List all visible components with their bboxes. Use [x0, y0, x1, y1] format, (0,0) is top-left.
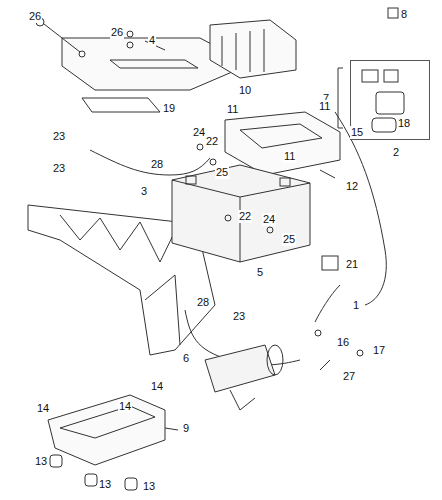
washer-line [320, 360, 330, 370]
washer [267, 227, 273, 233]
callout-number: 11 [226, 103, 239, 116]
callout-number: 14 [150, 380, 164, 393]
battery-cover [62, 38, 232, 90]
callout-number: 22 [238, 210, 252, 223]
cable [90, 150, 210, 175]
callout-number: 10 [238, 84, 252, 97]
callout-number: 9 [182, 422, 190, 435]
callout-number: 27 [342, 370, 356, 383]
callout-number: 14 [36, 402, 50, 415]
relay-part [384, 70, 398, 82]
fuse-covers [222, 29, 264, 72]
callout-number: 21 [345, 258, 359, 271]
terminal [186, 176, 196, 184]
callout-number: 5 [256, 266, 264, 279]
callout-number: 6 [182, 352, 190, 365]
rubber-buffer [85, 474, 97, 486]
callout-number: 24 [262, 213, 276, 226]
leader-line [165, 428, 178, 430]
callout-number: 14 [118, 400, 132, 413]
starter-end [267, 345, 283, 375]
callout-number: 3 [140, 185, 148, 198]
rubber-buffer [125, 478, 137, 490]
callout-number: 23 [232, 310, 246, 323]
starter-gear [230, 390, 255, 410]
starter-motor [205, 345, 275, 392]
callout-number: 23 [52, 130, 66, 143]
callout-number: 28 [196, 296, 210, 309]
callout-number: 11 [283, 150, 296, 163]
washer [210, 159, 216, 165]
screw [357, 350, 363, 356]
battery [172, 165, 310, 262]
battery-edges [172, 180, 310, 262]
callout-number: 8 [400, 8, 408, 21]
rubber-buffer [50, 455, 62, 467]
callout-number: 13 [142, 480, 156, 493]
leader-line [44, 24, 80, 52]
bracket [338, 68, 343, 128]
callout-number: 18 [397, 117, 411, 130]
callout-number: 13 [98, 478, 112, 491]
callout-number: 16 [336, 336, 350, 349]
holder-slot [240, 124, 322, 148]
rubber-pad [82, 98, 160, 112]
callout-number: 11 [318, 100, 331, 113]
cable [315, 285, 340, 322]
relay-part [362, 70, 378, 82]
callout-number: 26 [110, 26, 124, 39]
callout-number: 22 [205, 135, 219, 148]
terminal [280, 178, 290, 186]
battery-tray [48, 395, 165, 465]
relay [376, 92, 404, 114]
leader-line [320, 170, 335, 178]
callout-number: 17 [372, 344, 386, 357]
cover-hole [127, 42, 133, 48]
fuse-box [210, 20, 296, 78]
callout-number: 12 [345, 180, 359, 193]
callout-number: 15 [350, 126, 364, 139]
fuse [388, 8, 398, 18]
callout-number: 19 [162, 102, 176, 115]
callout-number: 2 [392, 146, 400, 159]
nut [127, 31, 133, 37]
cable [335, 112, 386, 305]
callout-number: 25 [215, 166, 229, 179]
clip [322, 256, 338, 270]
callout-number: 26 [28, 10, 42, 23]
callout-number: 13 [34, 455, 48, 468]
callout-number: 25 [282, 233, 296, 246]
screw [315, 330, 321, 336]
relay-cap [372, 118, 396, 132]
cover-slot [110, 60, 198, 68]
screw [225, 215, 231, 221]
callout-number: 28 [150, 158, 164, 171]
screw [197, 144, 203, 150]
tray-inner [60, 406, 155, 438]
callout-number: 23 [52, 162, 66, 175]
callout-number: 4 [148, 34, 156, 47]
callout-number: 1 [352, 299, 360, 312]
